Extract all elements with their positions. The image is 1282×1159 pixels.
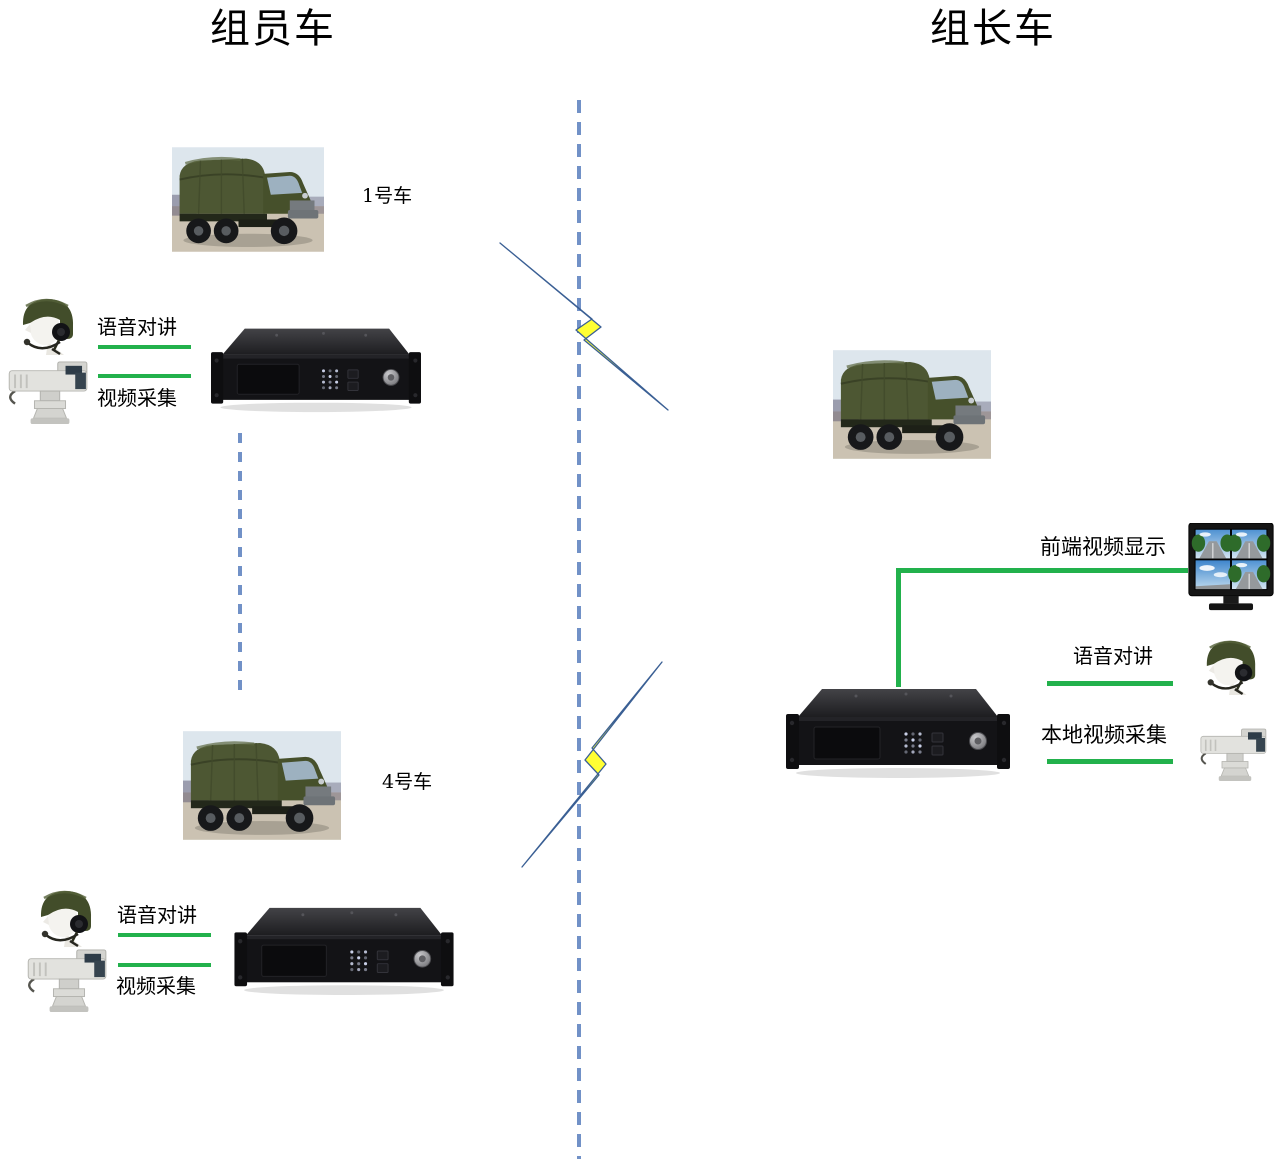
wireless-link-lightning-icon (521, 661, 663, 868)
voice-intercom-label: 语音对讲 (97, 315, 177, 339)
video-link-line (118, 963, 211, 967)
ptz-camera-icon (1199, 727, 1268, 783)
leader-car-title: 组长车 (930, 6, 1056, 52)
car-1-label: 1号车 (362, 185, 413, 207)
voice-link-line (118, 933, 211, 937)
leader-comm-device-image (786, 688, 1010, 779)
video-capture-label: 视频采集 (97, 386, 177, 410)
voice-intercom-label: 语音对讲 (1073, 644, 1153, 668)
member-truck-4-image (183, 730, 341, 841)
left-dashed-connector-line (238, 433, 242, 698)
car-4-label: 4号车 (382, 771, 433, 793)
voice-intercom-label: 语音对讲 (117, 903, 197, 927)
voice-link-line (1047, 681, 1173, 686)
comm-device-1-image (211, 328, 421, 413)
member-cars-title: 组员车 (210, 6, 336, 52)
local-video-link-line (1047, 759, 1173, 764)
quad-video-monitor-icon (1186, 523, 1276, 613)
front-video-display-label: 前端视频显示 (1040, 535, 1166, 559)
helmet-headset-icon (39, 889, 93, 948)
center-dashed-separator-line (577, 100, 581, 1159)
helmet-headset-icon (21, 297, 75, 356)
wireless-link-lightning-icon (499, 242, 669, 411)
comm-device-4-image (234, 907, 454, 996)
member-truck-1-image (172, 146, 324, 253)
video-capture-label: 视频采集 (116, 974, 196, 998)
local-video-capture-label: 本地视频采集 (1041, 723, 1167, 747)
helmet-headset-icon (1205, 639, 1257, 697)
ptz-camera-icon (7, 360, 89, 426)
ptz-camera-icon (26, 948, 108, 1014)
front-video-connector-horizontal (896, 568, 1188, 573)
front-video-connector-vertical (896, 568, 901, 687)
video-link-line (98, 374, 191, 378)
leader-truck-image (833, 348, 991, 461)
voice-link-line (98, 345, 191, 349)
